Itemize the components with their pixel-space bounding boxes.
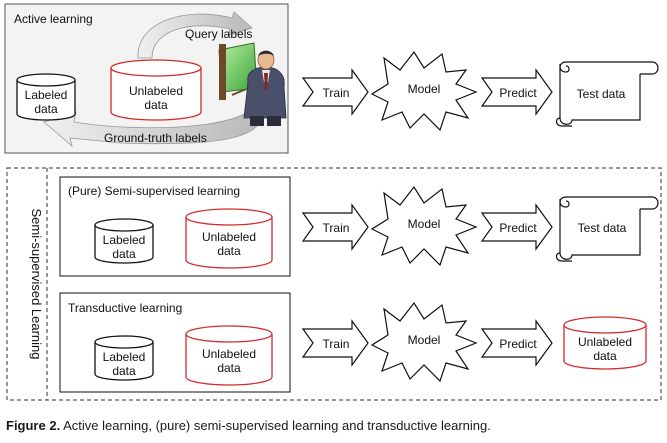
train-arrow-row3 [301,319,369,367]
predict-arrow-row1 [480,68,553,116]
train-label-row1: Train [323,86,350,100]
predict-label-row2: Predict [499,221,537,235]
model-label-row1: Model [408,82,441,96]
model-label-row3: Model [408,333,441,347]
figure-caption-text: Active learning, (pure) semi-supervised … [63,418,491,433]
predict-arrow-row3 [480,319,553,367]
active-unlabeled-line2: data [144,98,168,112]
active-labeled-data-cylinder [16,73,76,121]
output-unlabeled-data-cylinder [563,316,647,370]
pure-labeled-line2: data [112,247,136,261]
transductive-labeled-line1: Labeled [103,350,146,364]
predict-label-row1: Predict [499,86,537,100]
transductive-unlabeled-line1: Unlabeled [202,347,256,361]
active-unlabeled-line1: Unlabeled [129,84,183,98]
train-label-row3: Train [323,337,350,351]
model-burst-row2 [370,185,478,267]
transductive-unlabeled-data-cylinder [185,325,273,386]
model-burst-row3 [370,301,478,383]
test-data-scroll-row2 [555,196,659,262]
active-labeled-line1: Labeled [25,88,68,102]
ground-truth-labels-text: Ground-truth labels [104,131,207,145]
predict-arrow-row2 [480,203,553,251]
predict-label-row3: Predict [499,337,537,351]
pure-unlabeled-data-cylinder [185,208,273,269]
train-arrow-row2 [301,203,369,251]
learning-paradigms-diagram: Active learning Query labels Ground-trut… [4,3,662,401]
ssl-group-dashed-border [6,167,662,401]
query-labels-arrow [137,11,253,59]
transductive-title: Transductive learning [68,301,182,315]
ssl-group-label: Semi-supervised Learning [29,208,44,359]
transductive-unlabeled-line2: data [217,361,241,375]
query-labels-text: Query labels [185,27,252,41]
test-data-label-row1: Test data [577,87,626,101]
model-label-row2: Model [408,217,441,231]
figure-caption-label: Figure 2. [6,418,61,433]
output-unlabeled-line1: Unlabeled [578,335,632,349]
train-arrow-row1 [301,68,369,116]
active-unlabeled-data-cylinder [110,59,202,121]
pure-unlabeled-line2: data [217,244,241,258]
output-unlabeled-line2: data [593,349,617,363]
active-labeled-line2: data [34,102,58,116]
test-data-scroll-row1 [555,61,659,127]
pure-unlabeled-line1: Unlabeled [202,230,256,244]
pure-labeled-line1: Labeled [103,233,146,247]
active-learning-title: Active learning [14,12,93,26]
teacher-oracle-illustration [218,42,287,126]
figure-caption: Figure 2. Active learning, (pure) semi-s… [6,418,661,433]
transductive-labeled-data-cylinder [94,335,154,381]
pure-ssl-title: (Pure) Semi-supervised learning [68,184,240,198]
transductive-labeled-line2: data [112,364,136,378]
pure-labeled-data-cylinder [94,218,154,264]
train-label-row2: Train [323,221,350,235]
test-data-label-row2: Test data [578,221,627,235]
model-burst-row1 [370,50,478,132]
